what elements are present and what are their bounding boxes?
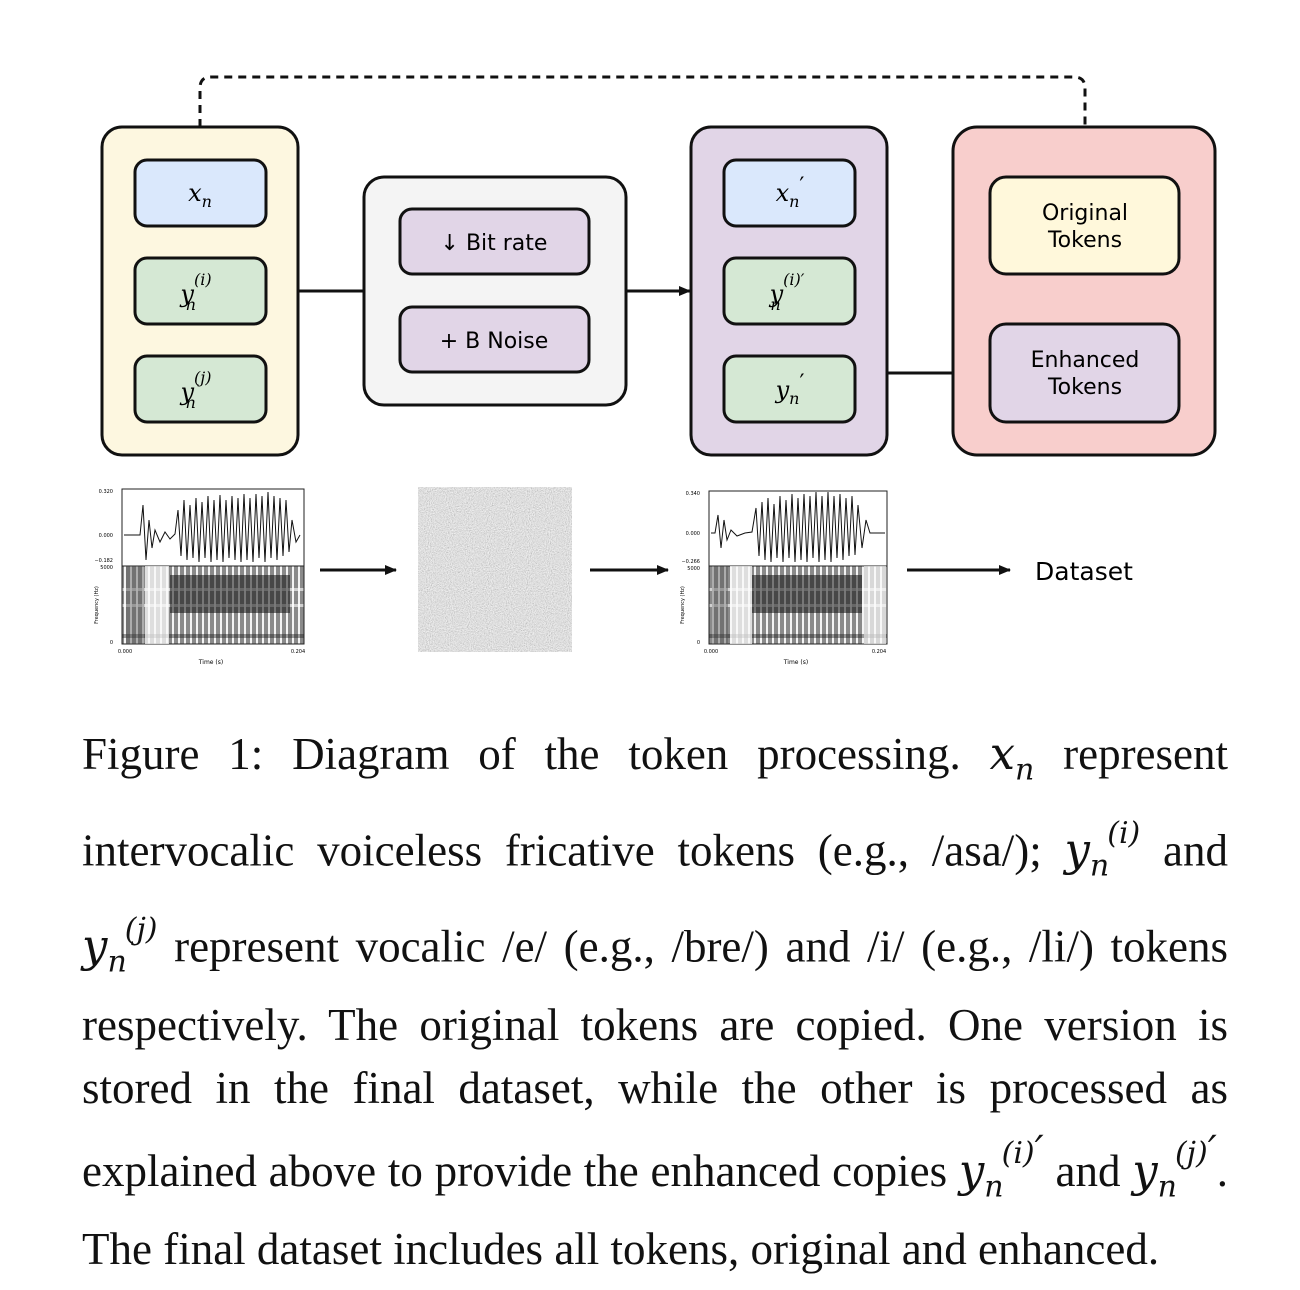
copy-dashed-arrow	[198, 75, 1090, 177]
enhanced-tokens-box	[988, 322, 1181, 424]
noise-box	[398, 305, 591, 374]
caption-part6: . The final dataset includes all tokens,…	[82, 1145, 1229, 1275]
figure-caption: Figure 1: Diagram of the token processin…	[82, 722, 1228, 1281]
caption-part4: represent vocalic /e/ (e.g., /bre/) and …	[82, 921, 1229, 1196]
svg-text:0.320: 0.320	[99, 489, 113, 495]
svg-text:5000: 5000	[100, 565, 113, 571]
token-xn-prime-label: xn′	[776, 174, 805, 211]
svg-text:Frequency (Hz): Frequency (Hz)	[680, 586, 686, 624]
token-xn-label: xn	[188, 179, 212, 211]
svg-text:0.000: 0.000	[118, 649, 132, 655]
token-yi-prime-box	[722, 256, 857, 326]
token-y-prime-box	[722, 354, 857, 424]
token-yi-prime-label: y(i)′n	[769, 270, 805, 314]
token-yj-label: y(j)n	[179, 368, 211, 412]
token-yi-box	[133, 256, 268, 326]
caption-math-yi-prime: yn(i)′	[958, 1127, 1044, 1205]
svg-text:0.000: 0.000	[686, 531, 700, 537]
svg-text:−0.182: −0.182	[94, 558, 113, 564]
token-y-prime-label: yn′	[775, 371, 805, 408]
svg-text:Frequency (Hz): Frequency (Hz)	[94, 586, 100, 624]
enhanced-waveform	[711, 491, 885, 563]
svg-text:Time (s): Time (s)	[783, 659, 808, 666]
original-waveform	[124, 491, 301, 563]
enhanced-audio-plot: 0.340 0.000 −0.266 5000 0 Frequency (Hz)…	[680, 490, 888, 666]
token-processing-diagram: xn y(i)n y(j)n ↓ Bit rate + B Noise xn′ …	[94, 75, 1217, 666]
token-xn-box	[133, 158, 268, 228]
caption-math-yj: yn(j)	[82, 911, 158, 980]
caption-part2: represent intervocalic voiceless fricati…	[82, 729, 1229, 875]
token-yj-box	[133, 354, 268, 424]
svg-text:Time (s): Time (s)	[198, 659, 223, 666]
svg-text:0.000: 0.000	[99, 533, 113, 539]
svg-text:−0.266: −0.266	[681, 559, 700, 565]
token-yi-label: y(i)n	[179, 270, 211, 314]
svg-text:0.340: 0.340	[686, 491, 700, 497]
noise-label: + B Noise	[440, 329, 549, 354]
svg-text:0.204: 0.204	[872, 649, 886, 655]
original-tokens-box	[988, 175, 1181, 276]
bitrate-label: ↓ Bit rate	[441, 231, 548, 256]
svg-text:0: 0	[110, 640, 113, 646]
caption-math-yj-prime: yn(j)′	[1132, 1127, 1217, 1205]
caption-math-yi: yn(i)	[1064, 815, 1141, 884]
noise-image	[418, 487, 572, 652]
original-audio-plot: 0.320 0.000 −0.182 5000 0 Frequency (Hz)…	[94, 488, 305, 666]
caption-intro: Figure 1: Diagram of the token processin…	[82, 729, 961, 779]
caption-math-xn: xn	[989, 727, 1035, 788]
svg-text:5000: 5000	[687, 566, 700, 572]
caption-part5: and	[1055, 1145, 1121, 1196]
dataset-label: Dataset	[1035, 557, 1133, 586]
svg-text:0.000: 0.000	[704, 649, 718, 655]
token-xn-prime-box	[722, 158, 857, 228]
svg-text:0: 0	[697, 640, 700, 646]
caption-part3: and	[1163, 825, 1228, 875]
bitrate-box	[398, 207, 591, 276]
svg-text:0.204: 0.204	[291, 649, 305, 655]
